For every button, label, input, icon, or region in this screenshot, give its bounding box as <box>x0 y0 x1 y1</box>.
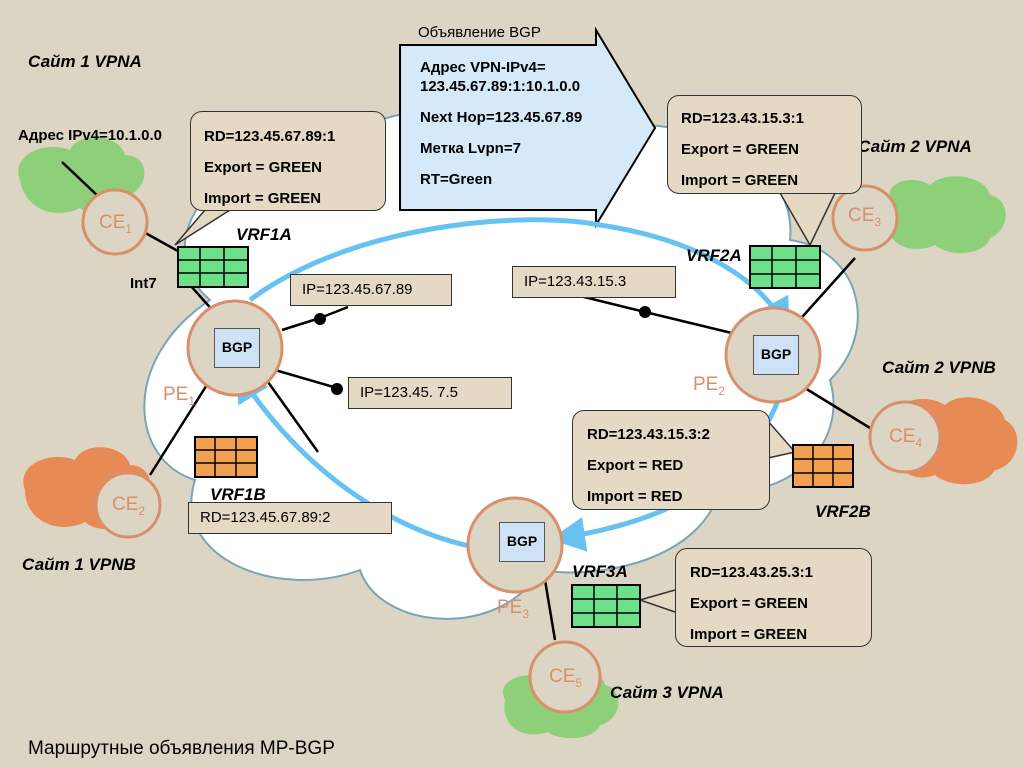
vrf2a-table-icon <box>749 245 821 289</box>
site1-vpna-label: Сайт 1 VPNA <box>28 52 142 71</box>
vrf2a-import: Import = GREEN <box>681 172 799 189</box>
ce3-label: CE3 <box>848 205 882 229</box>
route-arrow-pe1-pe2 <box>248 217 790 334</box>
ce3-circle <box>831 184 899 252</box>
pe1-label: PE1 <box>163 384 196 408</box>
vrf1a-rd: RD=123.45.67.89:1 <box>204 128 336 145</box>
vrf2b-table-icon <box>792 444 854 488</box>
pe1-ip-box: IP=123.45.67.89 <box>290 274 452 306</box>
ce4-circle <box>868 400 942 474</box>
ip-dot-1 <box>314 313 326 325</box>
site2-vpna-label: Сайт 2 VPNA <box>858 137 972 156</box>
ce1-circle <box>81 188 149 256</box>
announcement-rt: RT=Green <box>420 171 493 188</box>
ce2-circle <box>94 471 162 539</box>
vrf2a-export: Export = GREEN <box>681 141 799 158</box>
ip-dot-3 <box>639 306 651 318</box>
ip-dot-2 <box>331 383 343 395</box>
ce5-circle <box>528 640 602 714</box>
ce4-label: CE4 <box>889 426 923 450</box>
vrf1b-rd-box: RD=123.45.67.89:2 <box>188 502 392 534</box>
vrf1a-callout: RD=123.45.67.89:1 Export = GREEN Import … <box>190 111 386 211</box>
link-pe1-ip1 <box>281 316 321 332</box>
vrf3a-export: Export = GREEN <box>690 595 808 612</box>
announcement-line1: Адрес VPN-IPv4= <box>420 59 546 76</box>
site2-vpna-cloud <box>889 176 1006 254</box>
link-pe1-vrf1b <box>148 379 212 476</box>
announcement-line2: 123.45.67.89:1:10.1.0.0 <box>420 78 581 95</box>
vrf1a-label: VRF1A <box>236 225 292 244</box>
announcement-title: Объявление BGP <box>418 24 541 41</box>
ce1-label: CE1 <box>99 212 133 236</box>
link-pe2-vrf2b <box>799 383 871 430</box>
diagram-title: Маршрутные объявления MP-BGP <box>28 738 335 759</box>
pe1-bgp-box: BGP <box>214 328 260 368</box>
vrf3a-label: VRF3A <box>572 562 628 581</box>
pe2-label: PE2 <box>693 374 726 398</box>
link-pe1-ip2 <box>274 368 338 390</box>
route-arrow-pe3-pe1 <box>234 366 496 553</box>
ce5-label: CE5 <box>549 666 583 690</box>
site3-vpna-label: Сайт 3 VPNA <box>610 683 724 702</box>
link-pe1-down <box>266 381 320 453</box>
vrf2b-label: VRF2B <box>815 502 871 521</box>
vrf3a-callout: RD=123.43.25.3:1 Export = GREEN Import =… <box>675 548 872 647</box>
ce2-label: CE2 <box>112 494 146 518</box>
link-pe2-vrf2a <box>794 257 856 326</box>
announcement-next-hop: Next Hop=123.45.67.89 <box>420 109 583 126</box>
callout-tail-vrf1a <box>174 209 231 246</box>
vrf2b-rd: RD=123.43.15.3:2 <box>587 426 711 443</box>
site2-vpnb-label: Сайт 2 VPNB <box>882 358 996 377</box>
pe3-label: PE3 <box>497 597 530 621</box>
pe3-bgp-box: BGP <box>499 522 545 562</box>
vrf1a-export: Export = GREEN <box>204 159 322 176</box>
vrf2a-label: VRF2A <box>686 246 742 265</box>
vrf1b-table-icon <box>194 436 258 478</box>
vrf2b-import: Import = RED <box>587 488 683 505</box>
announcement-address: Адрес VPN-IPv4= 123.45.67.89:1:10.1.0.0 <box>420 58 580 96</box>
announcement-label: Метка Lvpn=7 <box>420 140 521 157</box>
site1-vpnb-label: Сайт 1 VPNB <box>22 555 136 574</box>
vrf1a-table-icon <box>177 246 249 288</box>
vrf3a-rd: RD=123.43.25.3:1 <box>690 564 814 581</box>
vrf1b-label: VRF1B <box>210 485 266 504</box>
interface-label: Int7 <box>130 275 157 292</box>
vrf1a-import: Import = GREEN <box>204 190 322 207</box>
vrf2a-rd: RD=123.43.15.3:1 <box>681 110 805 127</box>
link-ip-pe2b <box>644 310 741 337</box>
link-ce1-siteA <box>61 161 101 199</box>
vrf3a-table-icon <box>571 584 641 628</box>
link-pe3-ce5 <box>543 579 557 641</box>
callout-tail-vrf3a <box>637 589 676 613</box>
bgp-announcement-arrow <box>399 26 657 229</box>
pe1-ip2-box: IP=123.45. 7.5 <box>348 377 512 409</box>
vrf3a-import: Import = GREEN <box>690 626 808 643</box>
vrf2b-callout: RD=123.43.15.3:2 Export = RED Import = R… <box>572 410 770 510</box>
vrf2a-callout: RD=123.43.15.3:1 Export = GREEN Import =… <box>667 95 862 194</box>
vrf2b-export: Export = RED <box>587 457 684 474</box>
pe2-ip-box: IP=123.43.15.3 <box>512 266 676 298</box>
ipv4-address-label: Адрес IPv4=10.1.0.0 <box>18 127 163 144</box>
pe2-bgp-box: BGP <box>753 335 799 375</box>
link-ip-pe2 <box>579 294 646 314</box>
